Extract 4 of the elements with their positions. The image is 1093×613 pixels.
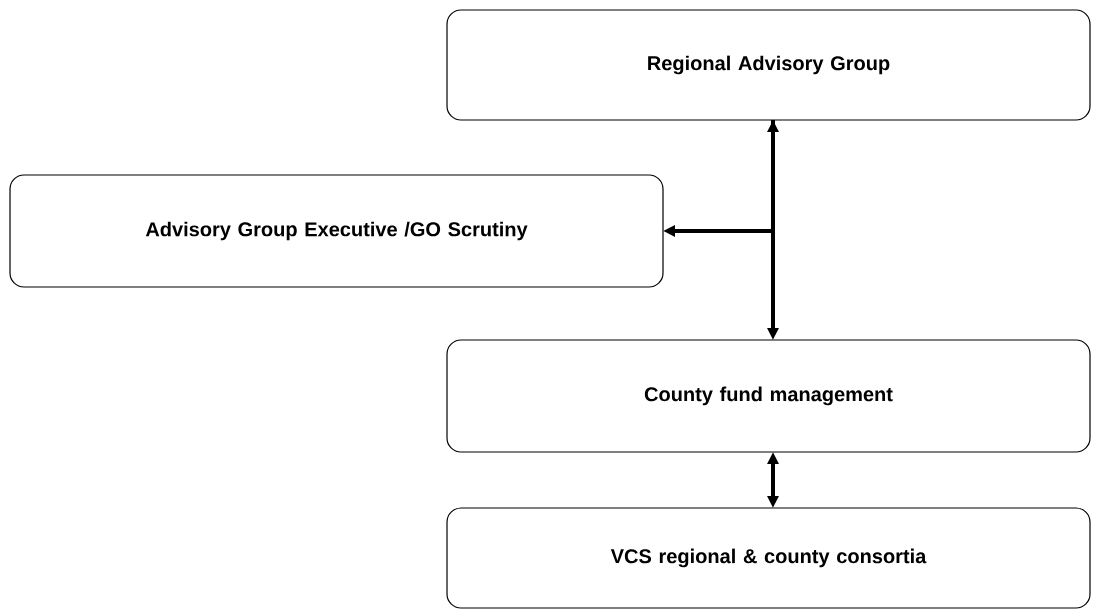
process-box: Regional Advisory Group bbox=[446, 9, 1091, 121]
process-box: VCS regional & county consortia bbox=[446, 507, 1091, 609]
process-box: Advisory Group Executive /GO Scrutiny bbox=[9, 174, 664, 288]
process-box: County fund management bbox=[446, 339, 1091, 453]
